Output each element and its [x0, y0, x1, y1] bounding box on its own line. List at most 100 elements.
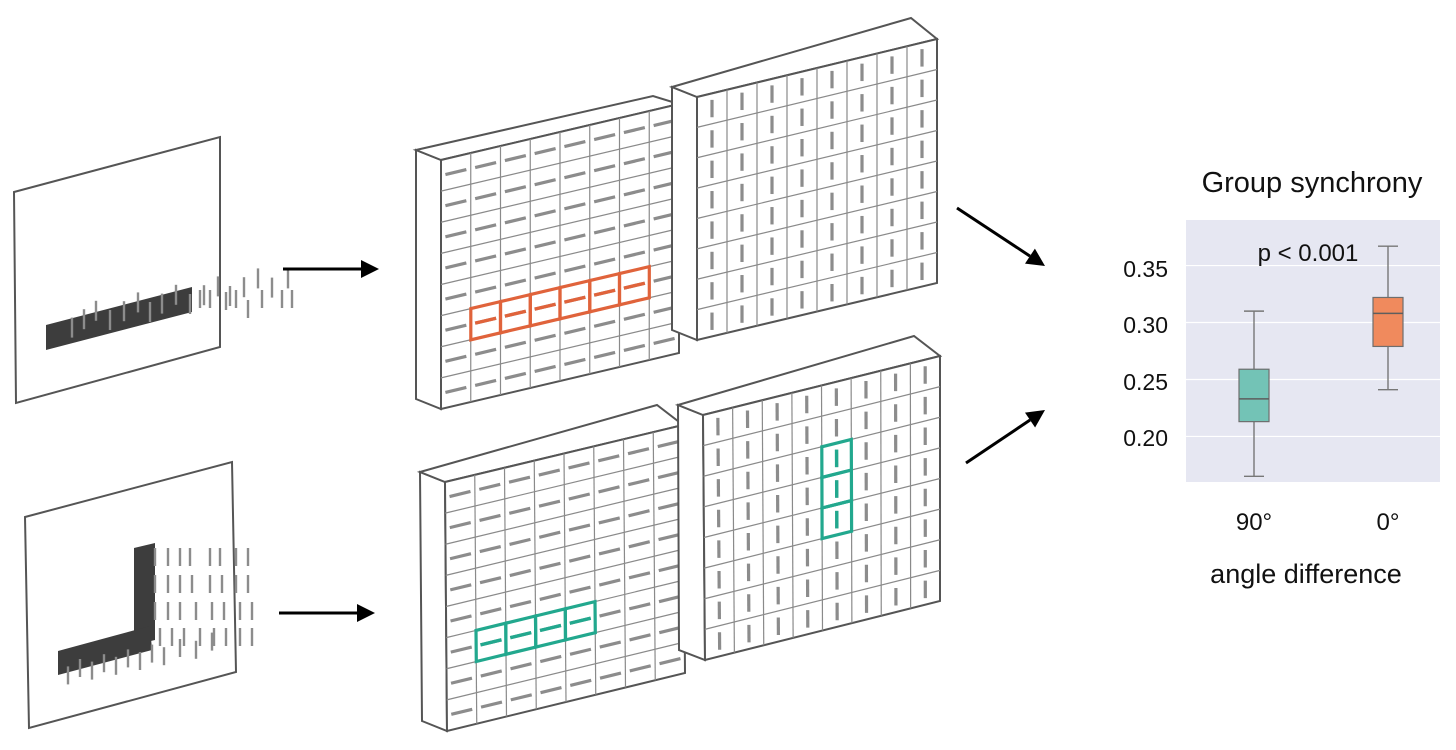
orientation-dash: [479, 513, 501, 523]
highlighted-unit: [617, 264, 651, 307]
orientation-dash: [623, 188, 646, 197]
orientation-dash: [449, 489, 471, 499]
orientation-dash: [593, 350, 616, 359]
orientation-dash: [504, 278, 527, 287]
orientation-dash: [449, 583, 472, 592]
orientation-dash: [479, 576, 502, 585]
stimulus-bar: [58, 626, 152, 675]
orientation-dash: [538, 468, 561, 477]
orientation-dash: [598, 485, 620, 494]
orientation-dash: [598, 578, 621, 587]
orientation-dash: [564, 233, 586, 242]
orientation-dash: [508, 475, 531, 484]
orientation-dash: [449, 552, 472, 561]
x-tick-label: 90°: [1236, 509, 1272, 536]
orientation-dash: [623, 250, 646, 259]
orientation-dash: [568, 492, 591, 501]
orientation-dash: [623, 219, 646, 228]
orientation-dash: [474, 347, 497, 356]
orientation-dash: [568, 554, 591, 563]
orientation-dash: [628, 509, 650, 518]
orientation-dash: [538, 530, 561, 539]
boxplot-0: [1238, 310, 1270, 478]
orientation-dash: [445, 199, 467, 208]
orientation-dash: [510, 662, 532, 671]
orientation-dash: [509, 599, 532, 609]
highlighted-unit: [820, 498, 854, 541]
orientation-dash: [569, 678, 592, 687]
orientation-dash: [504, 340, 527, 349]
orientation-dash: [534, 333, 556, 342]
block-bottom-vertical: [674, 334, 943, 662]
orientation-dash: [479, 607, 502, 616]
orientation-dash: [445, 385, 467, 394]
stimulus-bar: [134, 543, 155, 645]
orientation-dash: [474, 192, 497, 201]
y-tick-label: 0.20: [1123, 425, 1168, 451]
stimulus-images: [12, 135, 294, 730]
orientation-dash: [628, 540, 651, 549]
block-side-face: [671, 85, 698, 342]
arrows: [279, 206, 1045, 622]
orientation-dash: [658, 533, 680, 542]
boxplots: [1238, 245, 1404, 478]
orientation-dash: [474, 285, 497, 294]
orientation-dash: [480, 700, 503, 709]
stimulus-frame: [12, 135, 221, 405]
orientation-dash: [474, 223, 497, 232]
orientation-dash: [564, 171, 586, 180]
stimulus-bar: [46, 287, 192, 350]
orientation-dash: [450, 645, 473, 654]
orientation-dash: [534, 364, 556, 373]
plot-area: [1186, 220, 1440, 482]
orientation-dash: [593, 164, 616, 173]
orientation-dash: [623, 343, 646, 352]
y-tick-label: 0.35: [1123, 256, 1168, 282]
orientation-dash: [450, 676, 473, 685]
orientation-dash: [445, 354, 467, 363]
block-side-face: [415, 148, 442, 411]
arrow: [965, 410, 1045, 465]
orientation-dash: [564, 264, 586, 273]
orientation-dash: [629, 633, 651, 642]
orientation-dash: [474, 161, 497, 170]
arrow: [279, 604, 375, 622]
orientation-dash: [510, 693, 533, 702]
orientation-dash: [478, 482, 501, 491]
orientation-dash: [653, 336, 675, 345]
orientation-dash: [628, 571, 651, 580]
group-synchrony-chart: Group synchrony p < 0.001 0.35 0.30 0.25…: [1123, 167, 1440, 589]
orientation-dash: [540, 685, 562, 695]
orientation-dash: [539, 654, 562, 664]
orientation-dash: [449, 521, 472, 530]
boxplot-1: [1372, 245, 1404, 391]
stimulus-frame: [23, 460, 238, 730]
orientation-dash: [474, 254, 497, 263]
orientation-dash: [445, 230, 467, 239]
orientation-dash: [658, 595, 681, 604]
orientation-dash: [504, 247, 527, 256]
orientation-dash: [504, 371, 527, 380]
orientation-dash: [564, 202, 586, 211]
orientation-dash: [509, 568, 532, 578]
orientation-dash: [504, 216, 527, 225]
orientation-dash: [450, 707, 473, 716]
block-side-face: [418, 470, 449, 733]
block-side-face: [676, 403, 707, 662]
orientation-dash: [623, 312, 646, 321]
orientation-dash: [569, 647, 592, 656]
orientation-dash: [568, 523, 591, 532]
orientation-dash: [593, 319, 616, 328]
orientation-dash: [445, 261, 467, 270]
block-bottom-horizontal: [416, 403, 687, 733]
orientation-dash: [629, 664, 652, 673]
orientation-dash: [627, 447, 650, 456]
orientation-dash: [450, 614, 472, 623]
orientation-dash: [534, 271, 556, 280]
stimulus-bottom: [23, 460, 254, 730]
arrow: [283, 260, 379, 278]
orientation-dash: [534, 147, 556, 156]
orientation-dash: [480, 669, 503, 678]
orientation-dash: [504, 154, 527, 163]
